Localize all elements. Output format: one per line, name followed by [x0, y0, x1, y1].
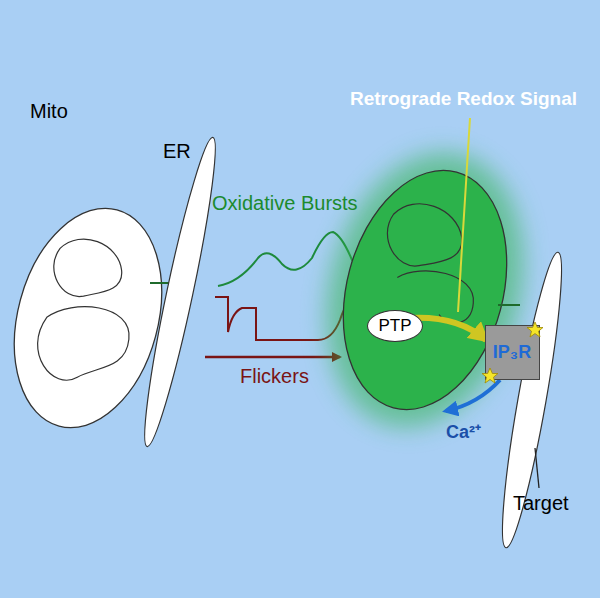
- leader-line: [535, 448, 539, 488]
- target-er-membrane: [492, 250, 572, 550]
- ion-label: Ca²⁺: [446, 422, 481, 443]
- signal-label: Oxidative Bursts: [212, 192, 358, 215]
- er-membrane: [134, 135, 225, 450]
- calcium-arrow: [446, 380, 500, 411]
- ros-glow: [297, 130, 553, 450]
- flicker-arrow: [205, 356, 340, 359]
- leader-line: [458, 118, 470, 312]
- tether-line: [498, 304, 520, 306]
- target-label: Target: [513, 492, 569, 515]
- node-text: PTP: [378, 316, 411, 336]
- signal-label: Flickers: [240, 365, 309, 388]
- node-text: IP₃R: [493, 342, 531, 363]
- signal-label: Retrograde Redox Signal: [350, 88, 577, 110]
- star-mark: [527, 322, 543, 337]
- pore-ellipse: PTP: [367, 310, 423, 342]
- redox-arrow: [412, 318, 486, 340]
- star-mark: [482, 368, 498, 383]
- receptor-box: IP₃R: [485, 325, 540, 380]
- organelle-label: Mito: [30, 100, 68, 123]
- organelle-label: ER: [163, 140, 191, 163]
